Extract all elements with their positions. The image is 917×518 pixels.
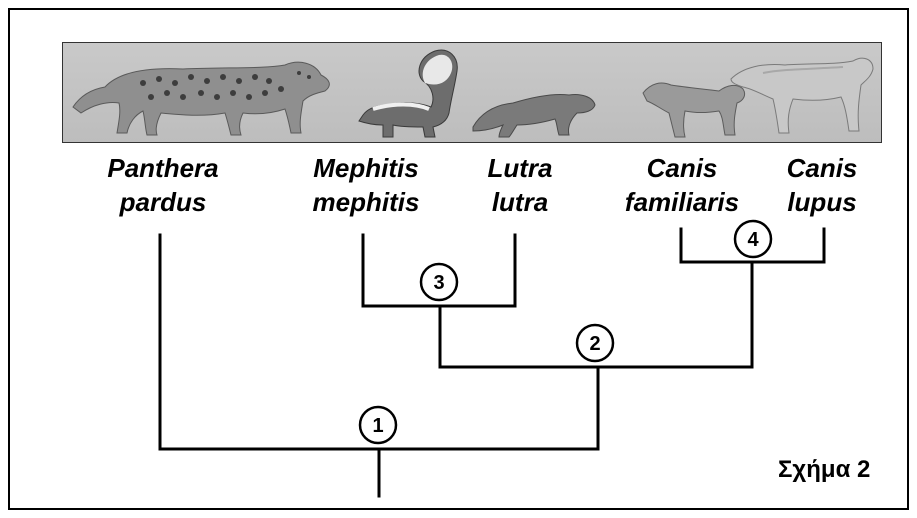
node-label: 2 (589, 333, 600, 355)
node-marker-2: 2 (577, 325, 613, 361)
node-marker-1: 1 (360, 407, 396, 443)
node-label: 4 (747, 229, 759, 251)
node-marker-3: 3 (421, 264, 457, 300)
figure-caption: Σχήμα 2 (778, 456, 870, 484)
node-label: 1 (372, 415, 383, 437)
node-marker-4: 4 (735, 221, 771, 257)
node-label: 3 (433, 272, 444, 294)
